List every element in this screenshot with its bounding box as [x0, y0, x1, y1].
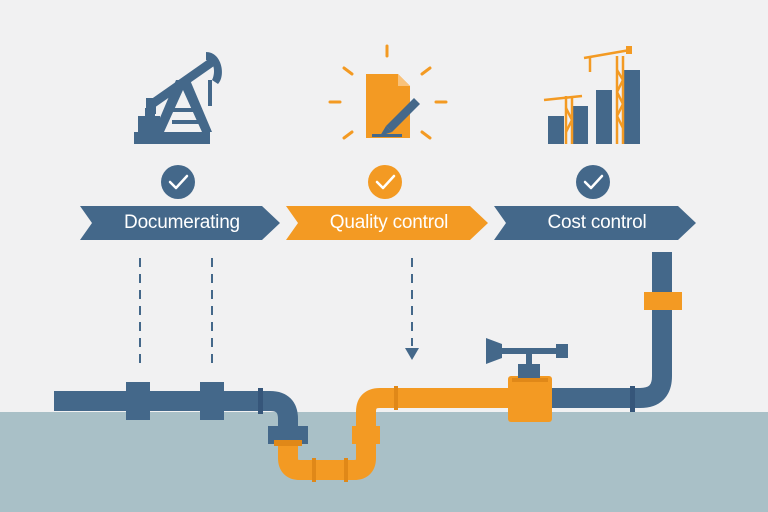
check-circle-icon [368, 165, 402, 199]
ground-band [0, 412, 768, 512]
pipeline [54, 252, 672, 480]
valve-icon [486, 338, 568, 422]
stage-banner [286, 206, 488, 240]
stage-label-documerating: Documerating [124, 212, 240, 233]
check-circle-icon [576, 165, 610, 199]
arrowhead-icon [405, 348, 419, 360]
document-sign-icon [328, 44, 448, 140]
dashed-connector [139, 258, 413, 364]
crane-bar-chart-icon [543, 46, 640, 144]
check-circle-icon [161, 165, 195, 199]
stage-label-cost-control: Cost control [547, 212, 647, 233]
oil-pumpjack-icon [134, 52, 222, 144]
stage-banner [494, 206, 696, 240]
pipe-flanges [126, 292, 682, 482]
stage-label-quality-control: Quality control [329, 212, 449, 233]
stage-banner [80, 206, 280, 240]
